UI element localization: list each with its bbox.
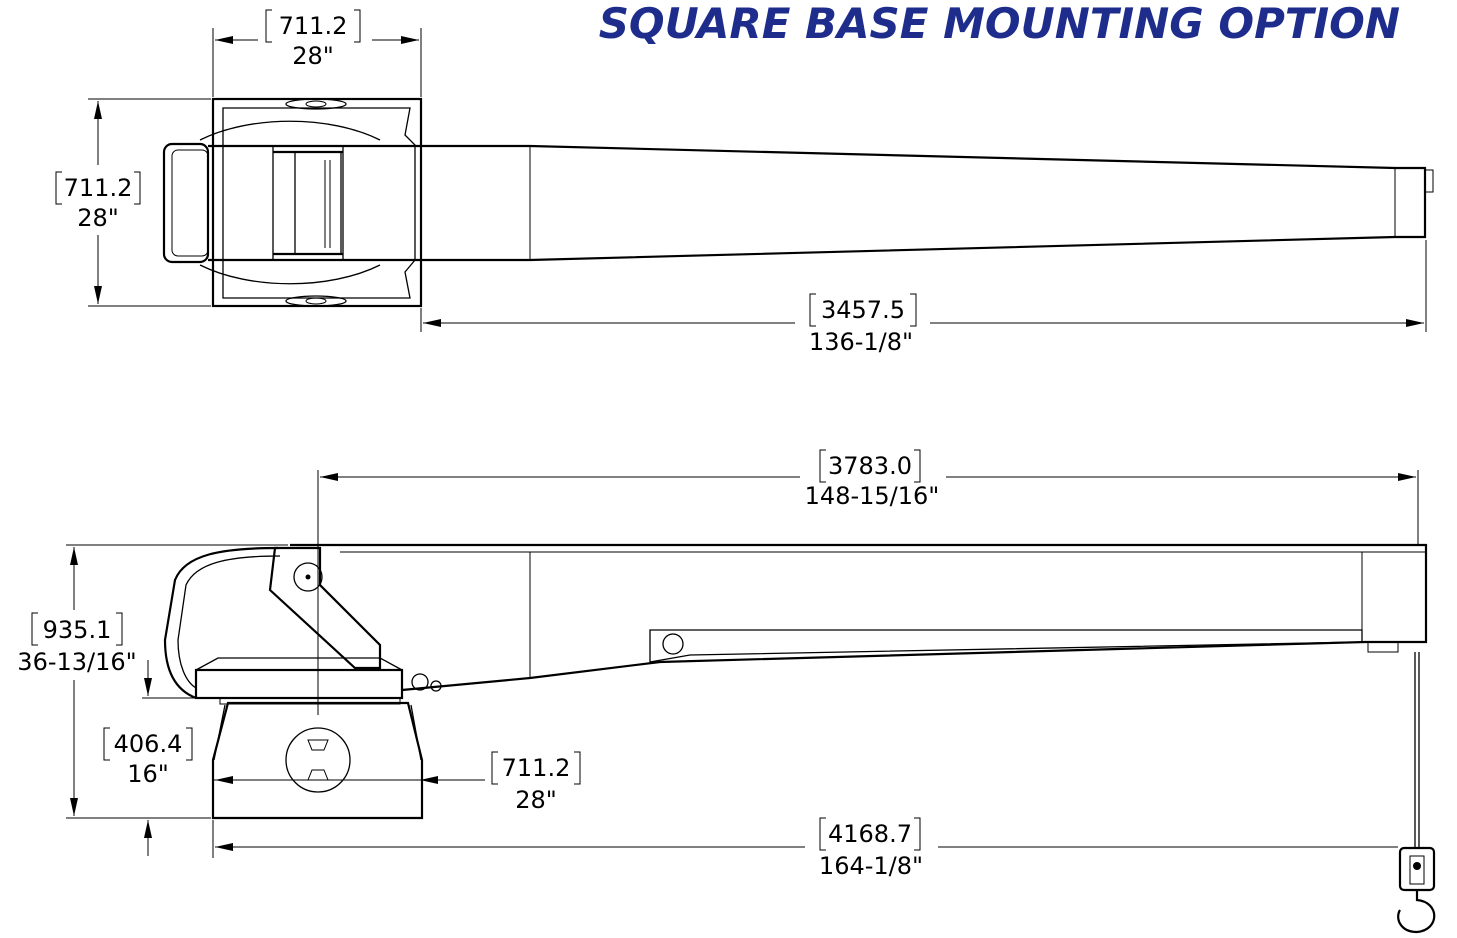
dim-overall-length: 4168.7 164-1/8" (212, 817, 1398, 880)
side-boom (290, 543, 1428, 692)
dim-top-width-mm: 711.2 (279, 12, 348, 40)
top-boom (208, 144, 1434, 262)
dim-base-width-mm: 711.2 (502, 754, 571, 782)
dim-side-span: 3783.0 148-15/16" (317, 449, 1419, 715)
top-mast-head (162, 142, 210, 264)
dim-overall-length-in: 164-1/8" (819, 852, 923, 880)
dim-base-height-mm: 406.4 (114, 730, 183, 758)
side-mast (163, 546, 382, 700)
dim-side-height-mm: 935.1 (43, 616, 112, 644)
pivot-pin (293, 562, 323, 592)
top-winch (272, 145, 344, 261)
dim-overall-length-mm: 4168.7 (828, 820, 912, 848)
side-base-pedestal (211, 701, 424, 820)
dim-top-height-mm: 711.2 (64, 174, 133, 202)
dim-side-span-mm: 3783.0 (828, 452, 912, 480)
dim-top-width-in: 28" (292, 42, 334, 70)
base-bolt-circle (285, 727, 351, 793)
side-view: 3783.0 148-15/16" 935.1 36-13/16" 406.4 (17, 449, 1436, 934)
dim-base-width-in: 28" (515, 786, 557, 814)
top-base-plate (199, 97, 423, 308)
dim-side-span-in: 148-15/16" (805, 482, 940, 510)
dim-top-width: 711.2 28" (212, 9, 422, 97)
dim-top-boom-length-mm: 3457.5 (821, 296, 905, 324)
side-hook (1397, 652, 1436, 934)
dim-top-height-in: 28" (77, 204, 119, 232)
dim-base-height: 406.4 16" (103, 660, 196, 856)
side-turntable (194, 657, 404, 705)
dim-base-height-in: 16" (127, 760, 169, 788)
dim-side-height-in: 36-13/16" (17, 648, 136, 676)
top-view: 711.2 28" 711.2 28" 3457.5 (55, 9, 1434, 356)
dim-base-width: 711.2 28" (215, 751, 581, 814)
page-title: SQUARE BASE MOUNTING OPTION (599, 0, 1400, 48)
dim-side-height: 935.1 36-13/16" (17, 544, 288, 819)
dim-top-boom-length: 3457.5 136-1/8" (420, 240, 1427, 356)
dim-top-height: 711.2 28" (55, 98, 211, 307)
dim-top-boom-length-in: 136-1/8" (809, 328, 913, 356)
